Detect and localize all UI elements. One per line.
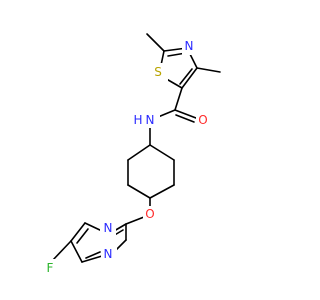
- fluorine-atom: F: [47, 261, 54, 275]
- bond-c-n-amide: [157, 109, 176, 118]
- atom-n-pyr-2-bg: [101, 245, 117, 263]
- bond-cy-4: [149, 184, 175, 199]
- bond-o-pyr: [125, 216, 145, 225]
- atom-labels: S N O H N O N N F: [43, 37, 210, 277]
- bond-cy-3: [127, 184, 151, 199]
- bond-c4-methyl: [196, 67, 221, 73]
- bond-pyr-n1-c6: [84, 222, 103, 232]
- bond-pyr-c5-c4: [70, 240, 83, 263]
- pyrimidine-nitrogen-atom-1: N: [104, 221, 113, 235]
- bond-pyr-c6-c5-double: [76, 228, 89, 244]
- bond-c2-methyl: [146, 33, 165, 52]
- bond-pyr-c4-n3: [81, 255, 103, 263]
- bond-c5-carbonyl: [174, 87, 183, 111]
- bond-c-o-2: [175, 114, 195, 123]
- thiazole-nitrogen-atom: N: [185, 39, 194, 53]
- chemical-structure-diagram: S N O H N O N N F: [43, 33, 221, 277]
- bond-pyr-c4-n3-double: [85, 251, 101, 259]
- atom-n-pyr-1-bg: [100, 219, 116, 237]
- bond-pyr-c6-c5: [70, 222, 86, 242]
- carbonyl-oxygen-atom: O: [198, 113, 207, 127]
- bond-c4-c5-double: [179, 68, 193, 85]
- atom-s-bg: [150, 63, 168, 81]
- pyrimidine-nitrogen-atom-2: N: [104, 247, 113, 261]
- atom-nh-bg: [144, 110, 160, 128]
- bond-c4-c5: [181, 67, 198, 89]
- bond-c-o-1: [174, 109, 197, 119]
- ether-oxygen-atom: O: [145, 207, 154, 221]
- bond-c5-f: [51, 240, 72, 262]
- atom-n-thiazole-bg: [182, 37, 196, 55]
- sulfur-atom: S: [154, 65, 162, 79]
- bonds: [51, 33, 221, 263]
- atom-o-ether-bg: [143, 206, 157, 224]
- bond-cy-6: [149, 144, 175, 161]
- bond-cy-1: [127, 144, 151, 161]
- atom-f-bg: [43, 259, 57, 277]
- amide-nitrogen-atom: N: [146, 113, 155, 127]
- atom-o-carbonyl-bg: [196, 111, 210, 129]
- amide-hydrogen-atom: H: [133, 113, 142, 127]
